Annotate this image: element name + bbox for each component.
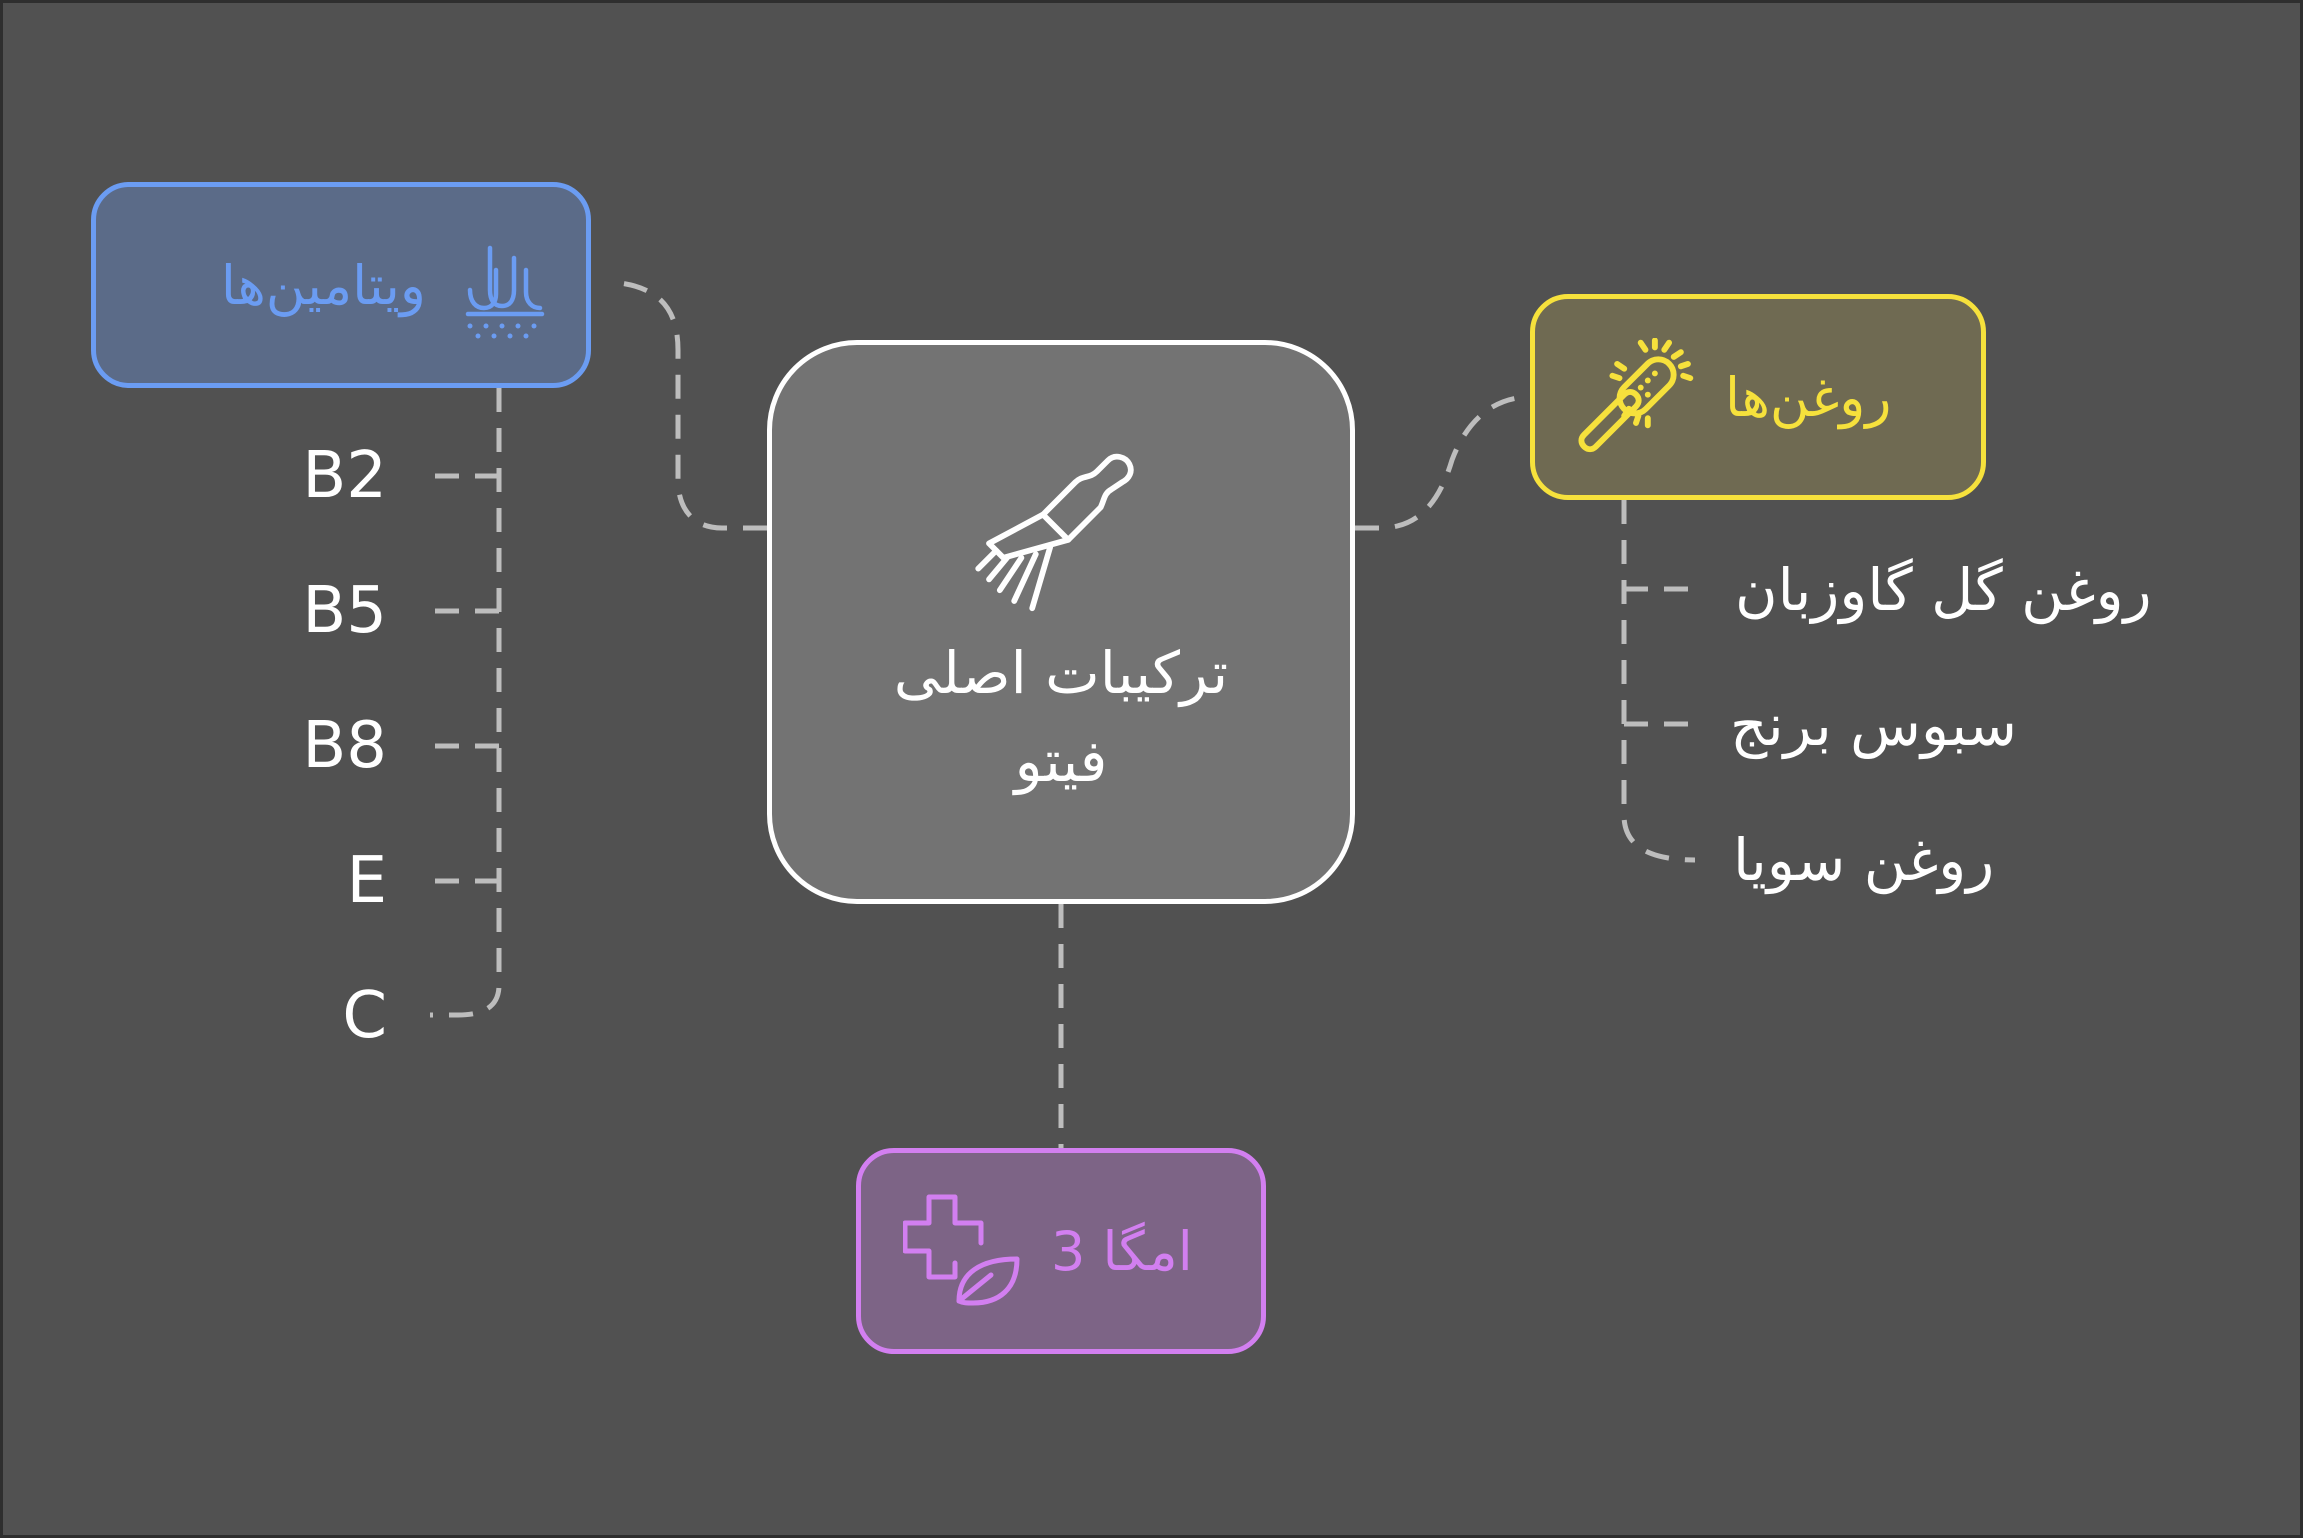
vitamins-label: ویتامین‌ها	[220, 253, 426, 317]
vitamin-item-c: C	[342, 979, 387, 1053]
center-title-line2: فیتو	[1014, 727, 1108, 795]
vitamin-item-b5: B5	[302, 574, 387, 648]
center-title-line1: ترکیبات اصلی	[893, 639, 1229, 707]
oil-item-soy: روغن سویا	[1733, 826, 1995, 894]
vitamin-item-b8: B8	[302, 709, 387, 783]
medical-leaf-icon	[903, 1193, 1023, 1309]
connector-center-oils	[1355, 394, 1531, 531]
connector-vitamins-spine	[430, 388, 502, 1018]
hair-drops-icon	[462, 230, 548, 340]
oils-node: روغن‌ها	[1530, 294, 1986, 500]
center-node: ترکیبات اصلی فیتو	[767, 340, 1355, 904]
center-title: ترکیبات اصلی فیتو	[894, 629, 1228, 805]
omega-node: امگا 3	[856, 1148, 1266, 1354]
vitamin-item-e: E	[346, 844, 387, 918]
oil-item-borage: روغن گل گاوزبان	[1735, 556, 2152, 624]
omega-label: امگا 3	[1051, 1219, 1193, 1283]
vitamins-node: ویتامین‌ها	[91, 182, 591, 388]
oil-item-rice-bran: سبوس برنج	[1730, 691, 2018, 759]
hair-brush-icon	[1577, 338, 1695, 456]
paint-brush-icon	[971, 439, 1151, 619]
oils-label: روغن‌ها	[1725, 365, 1892, 429]
vitamin-item-b2: B2	[302, 439, 387, 513]
connector-center-vitamins	[609, 279, 767, 531]
connector-oils-spine	[1621, 500, 1696, 863]
